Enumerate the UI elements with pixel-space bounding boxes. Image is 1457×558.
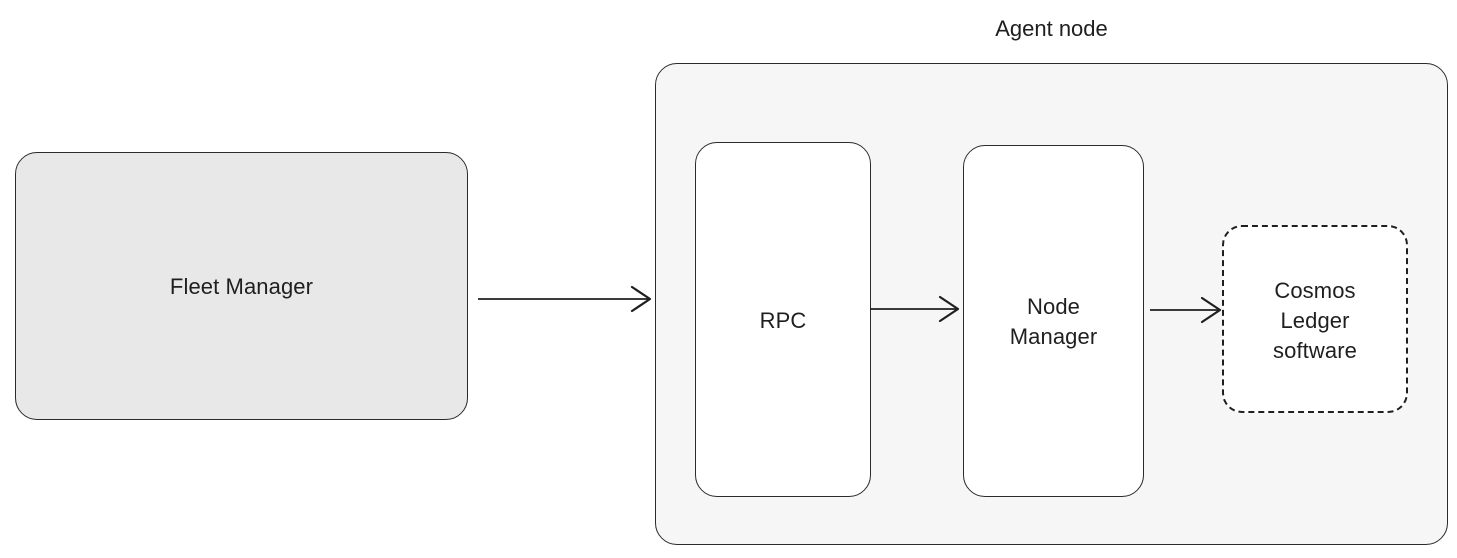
- agent-node-group-title: Agent node: [995, 16, 1108, 41]
- node-rpc[interactable]: RPC: [695, 142, 871, 497]
- node-node-manager-label: Node Manager: [1009, 294, 1098, 349]
- node-cosmos-ledger-software[interactable]: Cosmos Ledger software: [1222, 225, 1408, 413]
- node-node-manager[interactable]: Node Manager: [963, 145, 1144, 497]
- edge-fleet-manager-to-rpc: [478, 285, 652, 313]
- node-fleet-manager-label: Fleet Manager: [169, 274, 314, 299]
- node-fleet-manager[interactable]: Fleet Manager: [15, 152, 468, 420]
- node-rpc-label: RPC: [759, 308, 807, 333]
- node-cosmos-ledger-software-label: Cosmos Ledger software: [1273, 278, 1357, 363]
